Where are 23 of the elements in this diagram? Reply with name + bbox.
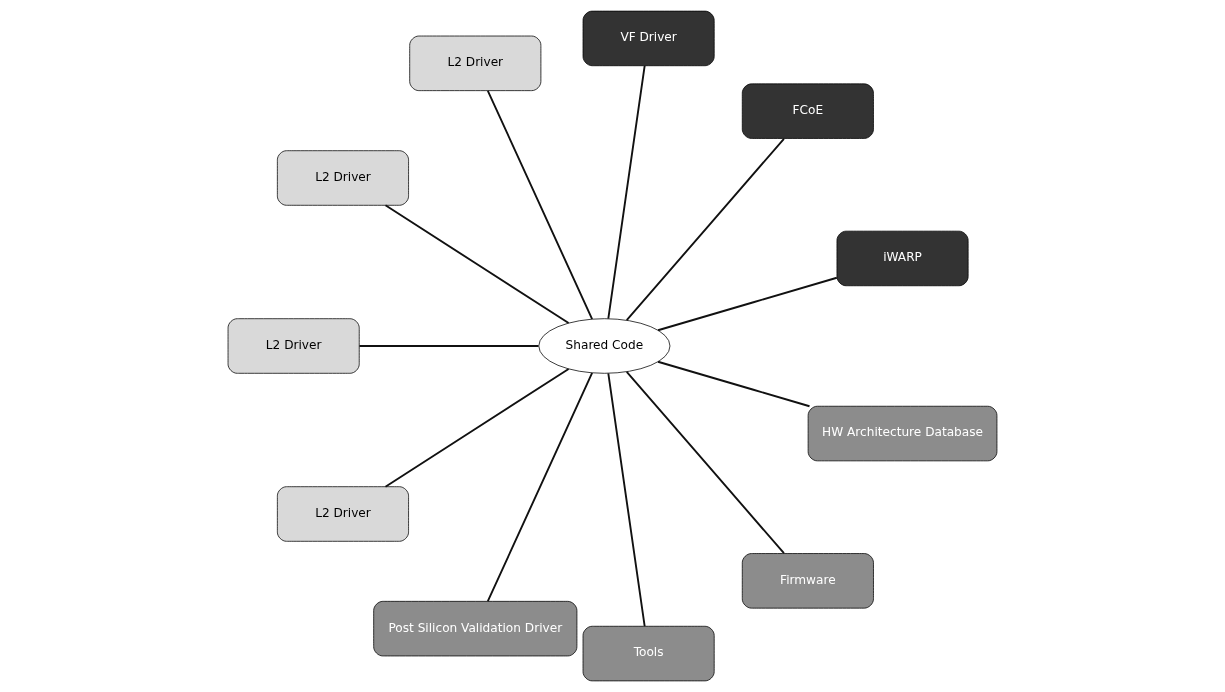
connector bbox=[607, 372, 646, 628]
connector bbox=[384, 368, 570, 488]
connector bbox=[625, 137, 785, 322]
node-box: L2 Driver bbox=[277, 150, 409, 206]
node-box: VF Driver bbox=[582, 10, 715, 67]
node-box: L2 Driver bbox=[227, 318, 360, 374]
connector bbox=[384, 204, 570, 324]
node-box: iWARP bbox=[836, 230, 969, 287]
node-box: L2 Driver bbox=[277, 486, 409, 542]
connector bbox=[607, 64, 646, 320]
node-box: FCoE bbox=[741, 83, 874, 139]
connector bbox=[657, 360, 811, 408]
connector bbox=[625, 370, 785, 555]
connector bbox=[358, 345, 540, 347]
connector bbox=[657, 276, 838, 332]
node-box: Post Silicon Validation Driver bbox=[373, 601, 578, 657]
node-box: HW Architecture Database bbox=[807, 405, 998, 462]
node-box: L2 Driver bbox=[409, 35, 542, 91]
node-box: Tools bbox=[582, 625, 715, 682]
node-box: Firmware bbox=[741, 553, 874, 609]
connector bbox=[486, 89, 594, 321]
node-ellipse: Shared Code bbox=[538, 318, 671, 374]
connector bbox=[486, 371, 594, 603]
